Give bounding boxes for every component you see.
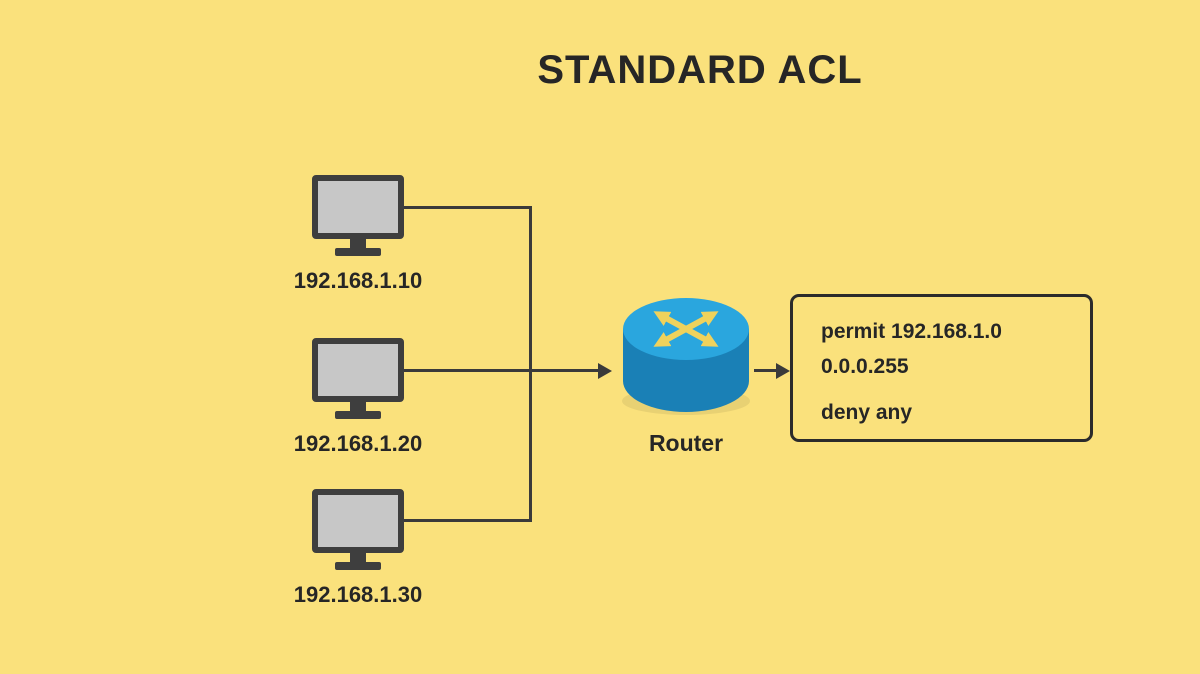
monitor-stand-base [335, 248, 381, 256]
router-icon [622, 298, 750, 415]
monitor-screen [312, 338, 404, 402]
acl-deny-rule: deny any [821, 401, 913, 425]
router-group: Router [616, 293, 756, 457]
router-label: Router [648, 430, 724, 456]
host-ip-label: 192.168.1.30 [293, 582, 423, 607]
host-group-2: 192.168.1.20 [258, 338, 458, 457]
connector-line-middle [404, 369, 600, 372]
host-ip-label: 192.168.1.20 [293, 431, 423, 456]
diagram-title: STANDARD ACL [537, 48, 863, 92]
monitor-icon [312, 175, 404, 256]
host-ip-label: 192.168.1.10 [293, 268, 423, 293]
acl-permit-rule: permit 192.168.1.0 0.0.0.255 [821, 320, 1002, 378]
arrow-to-acl-line [754, 369, 778, 372]
monitor-icon [312, 489, 404, 570]
monitor-stand-neck [350, 402, 366, 411]
monitor-stand-neck [350, 239, 366, 248]
acl-box: permit 192.168.1.0 0.0.0.255 deny any [790, 294, 1093, 442]
connector-vertical-line [529, 206, 532, 522]
host-group-1: 192.168.1.10 [258, 175, 458, 294]
monitor-stand-base [335, 411, 381, 419]
host-group-3: 192.168.1.30 [258, 489, 458, 608]
monitor-screen [312, 489, 404, 553]
connector-line-top [404, 206, 532, 209]
monitor-screen [312, 175, 404, 239]
monitor-stand-neck [350, 553, 366, 562]
arrowhead-to-router [598, 362, 612, 379]
monitor-stand-base [335, 562, 381, 570]
arrowhead-to-acl [776, 362, 790, 379]
connector-line-bottom [404, 519, 532, 522]
monitor-icon [312, 338, 404, 419]
